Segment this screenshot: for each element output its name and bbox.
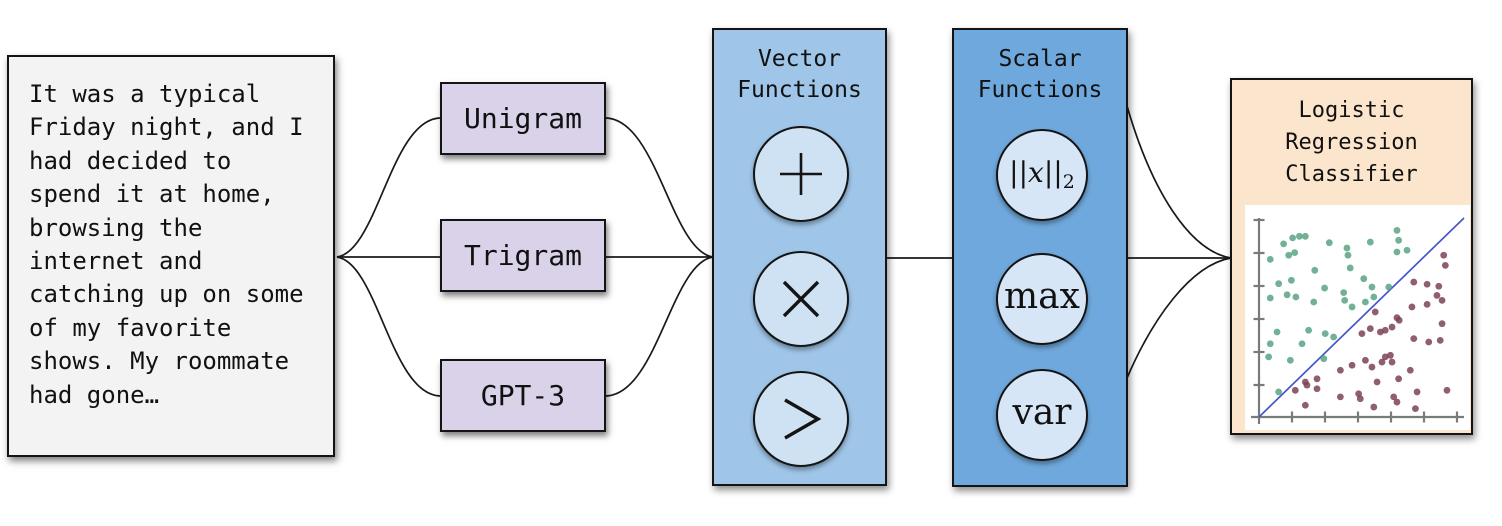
classifier-scatter-plot <box>1245 205 1470 430</box>
model-box-trigram: Trigram <box>440 219 606 292</box>
connector-scalar-bottom-to-classifier <box>1126 257 1232 379</box>
model-label: Trigram <box>463 239 582 272</box>
model-label: Unigram <box>463 102 582 135</box>
vector-op-greater-than <box>753 371 849 467</box>
model-label: GPT-3 <box>480 379 566 412</box>
scalar-functions-box: Scalar Functions ||x||2 max var <box>952 28 1128 487</box>
scalar-op-max: max <box>996 253 1088 345</box>
scalar-functions-title: Scalar Functions <box>977 46 1103 103</box>
input-text-box: It was a typical Friday night, and I had… <box>7 55 335 457</box>
vector-op-multiply <box>753 251 849 347</box>
connector-gpt3-to-vector <box>604 256 714 397</box>
model-box-unigram: Unigram <box>440 82 606 155</box>
scalar-op-l2-norm: ||x||2 <box>996 129 1088 221</box>
l2-norm-expression: ||x||2 <box>1009 155 1075 193</box>
vector-op-add <box>753 126 849 222</box>
model-box-gpt3: GPT-3 <box>440 359 606 432</box>
multiply-icon <box>782 280 820 318</box>
vector-functions-title: Vector Functions <box>737 46 862 103</box>
connector-unigram-to-vector <box>604 117 714 258</box>
connector-story-to-unigram <box>336 117 442 258</box>
input-story-text: It was a typical Friday night, and I had… <box>29 80 304 409</box>
classifier-title: Logistic Regression Classifier <box>1285 98 1418 187</box>
connector-scalar-top-to-classifier <box>1126 105 1232 259</box>
greater-than-icon <box>784 398 822 440</box>
connector-story-to-gpt3 <box>336 256 442 397</box>
scalar-op-var: var <box>996 369 1088 461</box>
vector-functions-box: Vector Functions <box>712 28 887 486</box>
scatter-chart <box>1251 217 1465 424</box>
classifier-box: Logistic Regression Classifier <box>1230 78 1473 435</box>
plus-icon <box>780 153 822 195</box>
